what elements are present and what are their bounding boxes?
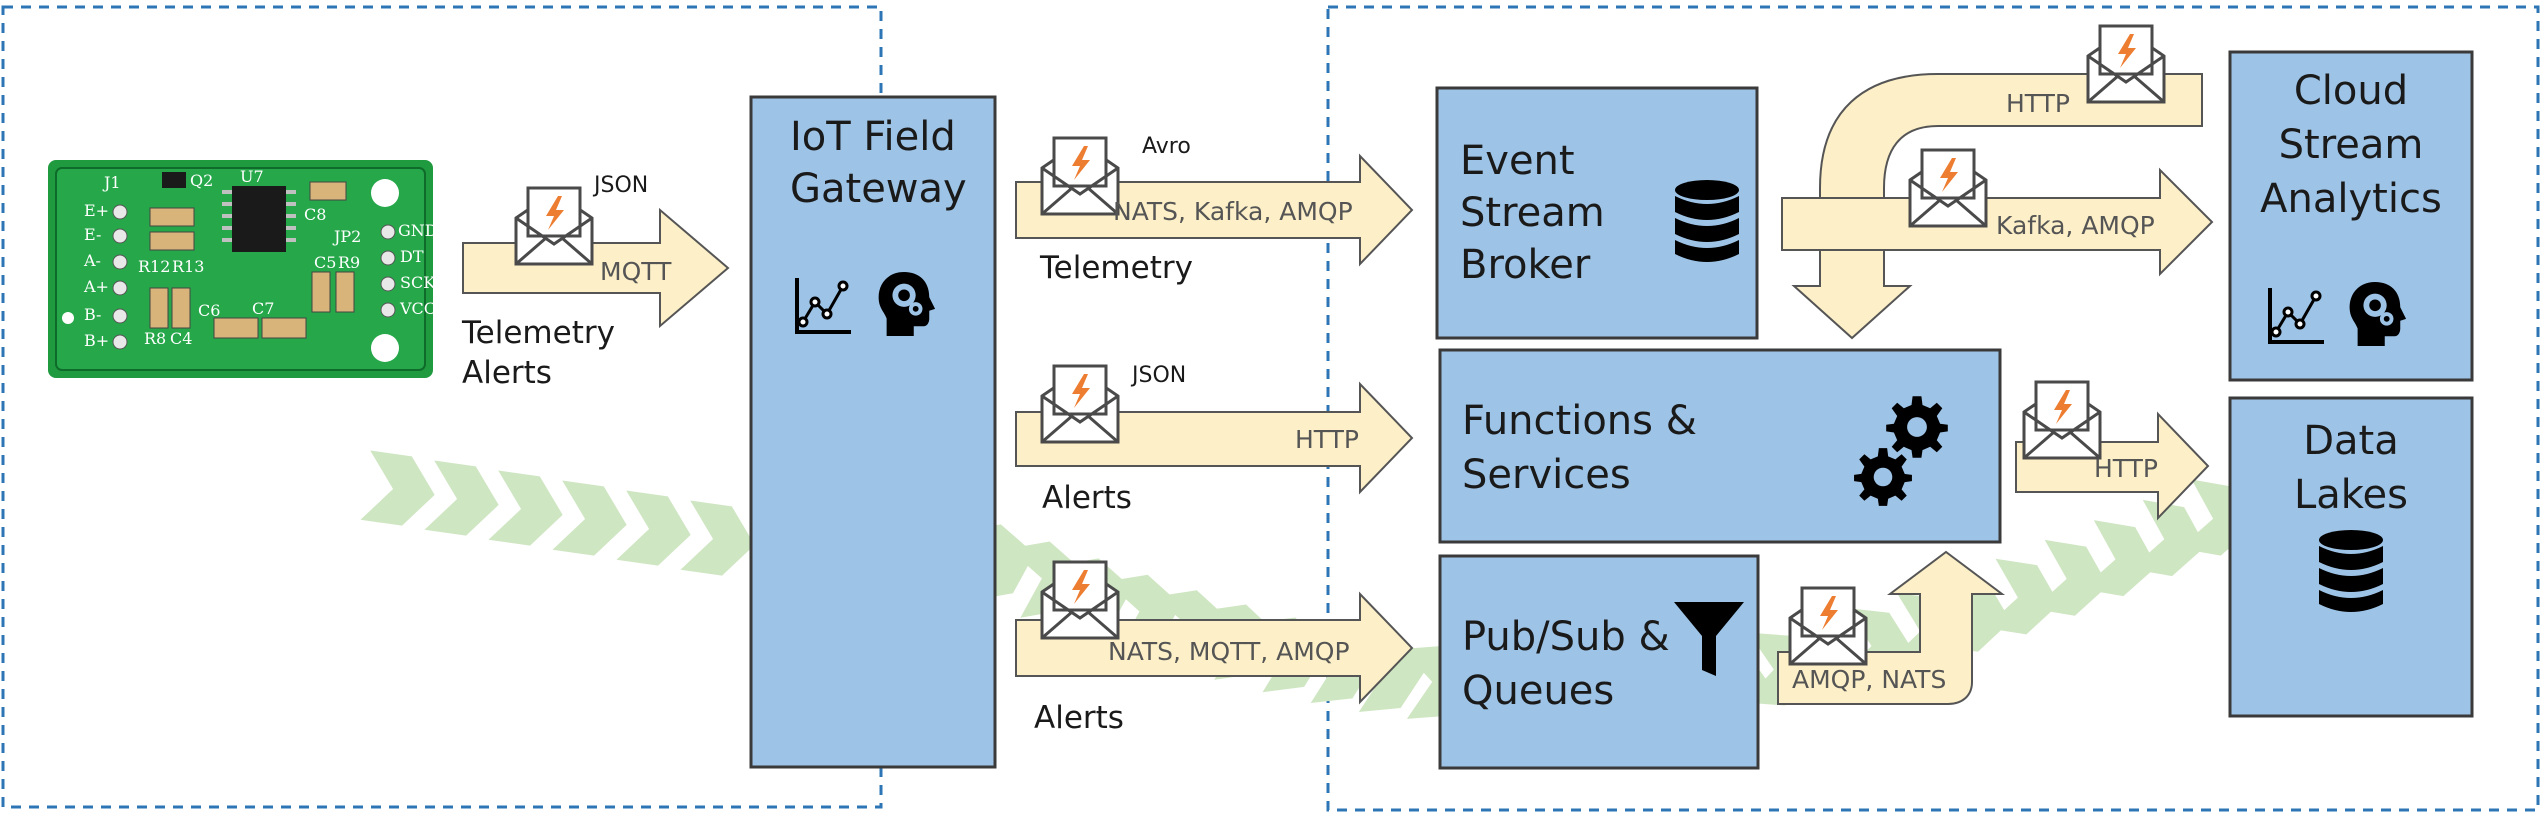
protocol-label: HTTP — [2094, 454, 2158, 483]
protocol-label: Kafka, AMQP — [1996, 211, 2155, 240]
iot-field-gateway-box: IoT Field Gateway — [749, 95, 997, 769]
pcb-label: U7 — [240, 167, 264, 186]
protocol-label: NATS, Kafka, AMQP — [1113, 197, 1353, 226]
pcb-label: C6 — [198, 301, 220, 320]
protocol-label: MQTT — [600, 257, 672, 286]
pcb-label: A- — [83, 251, 101, 270]
broker-loop-arrow: HTTP — [1791, 24, 2203, 340]
caption-label: Telemetry — [461, 315, 615, 351]
pubsub-up-arrow: AMQP, NATS — [1777, 550, 2005, 705]
format-label: JSON — [592, 173, 648, 198]
broker-to-analytics-arrow: Kafka, AMQP — [1781, 148, 2214, 277]
flow-chevron — [680, 500, 760, 580]
flow-arrow-telemetry: Avro NATS, Kafka, AMQP Telemetry — [1015, 134, 1414, 286]
format-label: JSON — [1130, 363, 1186, 388]
functions-services-box: Functions & Services — [1438, 348, 2002, 544]
caption-label: Alerts — [1042, 480, 1132, 516]
pcb-label: VCC — [399, 299, 436, 318]
protocol-label: NATS, MQTT, AMQP — [1108, 637, 1350, 666]
pcb-label: C5 — [314, 253, 336, 272]
cloud-stream-analytics-box: Cloud Stream Analytics — [2228, 50, 2474, 382]
protocol-label: HTTP — [1295, 425, 1359, 454]
flow-arrow-alerts-http: JSON HTTP Alerts — [1015, 363, 1414, 516]
pcb-label: R12 — [138, 257, 170, 276]
flow-chevron — [360, 450, 440, 530]
pcb-label: B+ — [84, 331, 109, 350]
protocol-label: AMQP, NATS — [1792, 665, 1946, 694]
caption-label: Alerts — [462, 355, 552, 391]
pcb-label: R13 — [172, 257, 204, 276]
pcb-label: Q2 — [190, 171, 213, 190]
pcb-label: GND — [398, 221, 438, 240]
flow-chevron — [488, 470, 568, 550]
flow-chevron — [616, 490, 696, 570]
pcb-label: R8 — [144, 329, 166, 348]
event-stream-broker-box: Event Stream Broker — [1435, 86, 1759, 340]
funnel-icon — [1674, 602, 1744, 676]
box-title: IoT Field — [790, 114, 956, 160]
pcb-label: C8 — [304, 205, 326, 224]
box-title: Event — [1460, 138, 1575, 184]
pcb-label: DT — [400, 247, 424, 266]
cloud-region-border — [1326, 5, 2540, 812]
caption-label: Telemetry — [1039, 250, 1193, 286]
pcb-label: SCK — [400, 273, 436, 292]
functions-to-datalakes-arrow: HTTP — [2015, 380, 2210, 521]
pcb-label: C7 — [252, 299, 274, 318]
pcb-label: C4 — [170, 329, 192, 348]
data-lakes-box: Data Lakes — [2228, 396, 2474, 718]
box-title: Functions & — [1462, 398, 1697, 444]
pcb-label: R9 — [338, 253, 360, 272]
caption-label: Alerts — [1034, 700, 1124, 736]
flow-chevron — [424, 460, 504, 540]
format-label: Avro — [1142, 134, 1191, 159]
box-title: Cloud — [2294, 68, 2408, 114]
pcb-label: B- — [84, 305, 101, 324]
pubsub-queues-box: Pub/Sub & Queues — [1438, 554, 1760, 770]
box-title: Lakes — [2294, 472, 2408, 518]
flow-chevron — [552, 480, 632, 560]
protocol-label: HTTP — [2006, 89, 2070, 118]
pcb-label: J1 — [102, 173, 121, 192]
box-title: Broker — [1460, 242, 1591, 288]
pcb-label: JP2 — [332, 227, 361, 246]
box-title: Queues — [1462, 668, 1614, 714]
box-title: Services — [1462, 452, 1631, 498]
pcb-label: A+ — [83, 277, 109, 296]
box-title: Data — [2303, 418, 2399, 464]
pcb-label: E+ — [84, 201, 109, 220]
pcb-label: E- — [84, 225, 101, 244]
box-title: Analytics — [2260, 176, 2442, 222]
load-cell-sensor-board: J1 Q2 U7 C8 JP2 GND DT SCK VCC E+ E- A- … — [48, 160, 438, 378]
flow-arrow-alerts-queues: NATS, MQTT, AMQP Alerts — [1015, 560, 1414, 736]
box-title: Gateway — [790, 166, 967, 212]
edge-region-border — [1, 5, 883, 809]
box-title: Pub/Sub & — [1462, 614, 1670, 660]
sensor-to-gateway-arrow: JSON MQTT Telemetry Alerts — [461, 173, 730, 391]
box-title: Stream — [2279, 122, 2424, 168]
box-title: Stream — [1460, 190, 1605, 236]
